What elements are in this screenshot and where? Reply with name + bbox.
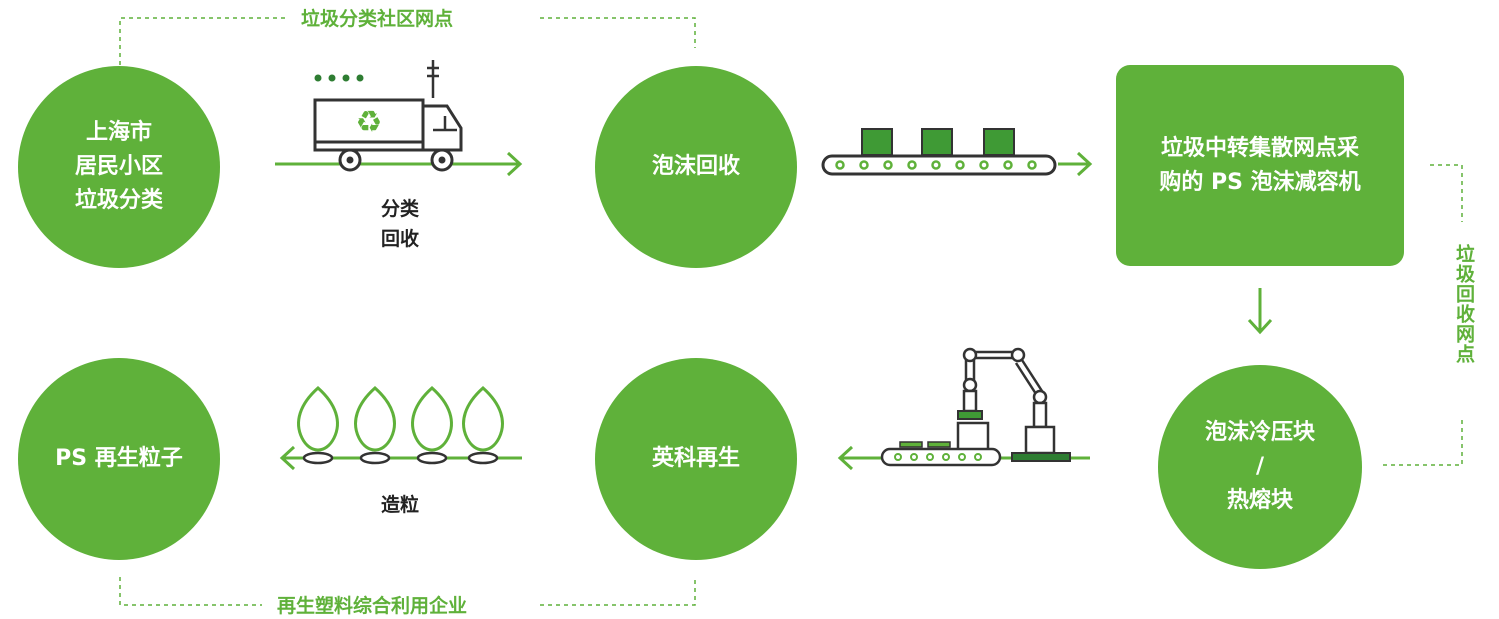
step-label-sort-collect: 分类 回收: [380, 198, 419, 250]
node-foam-recycle-label: 泡沫回收: [651, 154, 740, 179]
step-label-granulate: 造粒: [380, 494, 419, 516]
node-transfer-station: 垃圾中转集散网点采 购的 PS 泡沫减容机: [1116, 65, 1404, 266]
node-yingke-label: 英科再生: [651, 446, 740, 471]
arrow-down-icon: [1247, 288, 1273, 335]
node-ps-pellets-label: PS 再生粒子: [55, 446, 183, 471]
group-label-recycling-enterprise: 再生塑料综合利用企业: [271, 591, 474, 618]
node-transfer-station-label: 垃圾中转集散网点采 购的 PS 泡沫减容机: [1159, 135, 1361, 195]
group-label-collection-point: 垃圾回收网点: [1451, 238, 1478, 370]
arrow-right-icon: [275, 151, 523, 177]
group-label-community: 垃圾分类社区网点: [295, 4, 460, 31]
node-residents-label: 上海市 居民小区 垃圾分类: [74, 120, 163, 213]
svg-text:♻: ♻: [356, 105, 383, 140]
node-foam-blocks: 泡沫冷压块 / 热熔块: [1158, 365, 1362, 569]
node-ps-pellets: PS 再生粒子: [18, 358, 220, 560]
arrow-right-icon: [1058, 151, 1093, 177]
node-foam-blocks-label: 泡沫冷压块 / 热熔块: [1204, 420, 1315, 513]
recycle-truck-icon: ♻: [313, 60, 463, 172]
conveyor-belt-icon: [821, 128, 1057, 176]
pellet-drops-icon: [297, 385, 504, 465]
node-foam-recycle: 泡沫回收: [595, 66, 797, 268]
node-yingke: 英科再生: [595, 358, 797, 560]
robot-arm-icon: [880, 347, 1071, 467]
node-residents: 上海市 居民小区 垃圾分类: [18, 66, 220, 268]
